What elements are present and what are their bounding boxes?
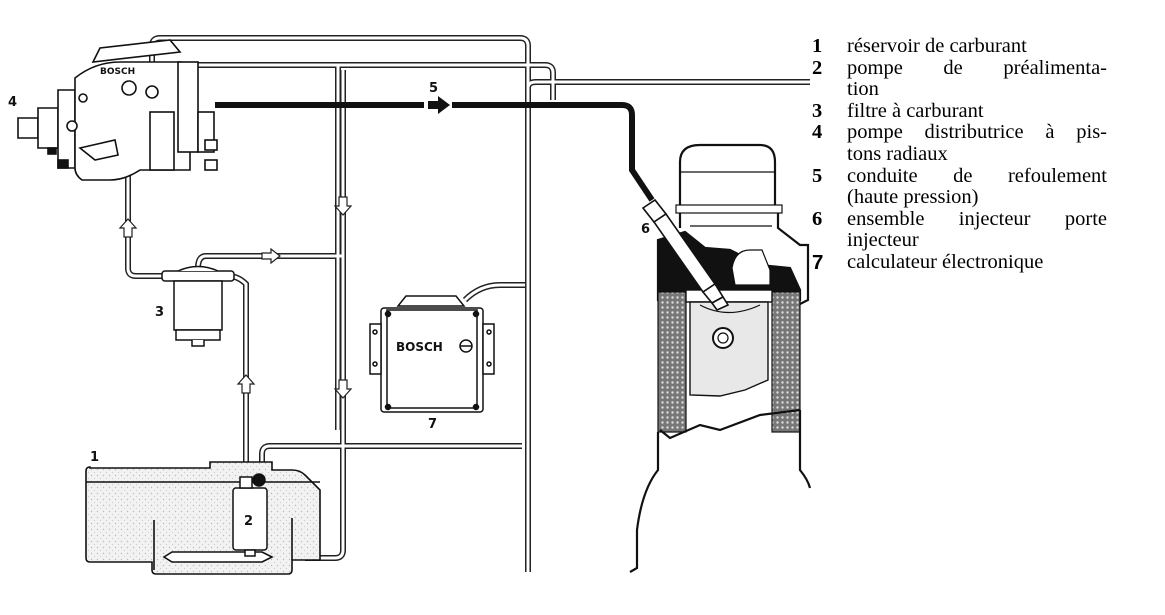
distributor-pump	[17, 39, 218, 181]
legend-item: 3 filtre à carburant	[805, 99, 1107, 123]
down-arrow-icon	[333, 196, 353, 216]
callout-7: 7	[428, 417, 437, 432]
legend-number: 4	[812, 121, 823, 144]
high-pressure-line: 5	[215, 81, 655, 202]
injector	[641, 198, 730, 312]
legend-item: 1 réservoir de carburant	[805, 35, 1107, 58]
callout-3: 3	[155, 305, 164, 320]
callout-5: 5	[429, 81, 438, 96]
legend-item-continuation: tion	[805, 79, 1107, 101]
callout-1: 1	[90, 450, 99, 465]
high-pressure-arrow-icon	[428, 96, 450, 114]
up-arrow-icon	[118, 218, 138, 238]
fuel-tank	[85, 461, 321, 575]
legend-number: 6	[812, 207, 823, 230]
legend-item: 5 conduite de refoulement	[805, 164, 1107, 188]
pre-supply-pump	[232, 473, 268, 557]
legend-number: 3	[812, 99, 823, 122]
flow-arrows	[118, 196, 353, 399]
legend-item: 4 pompe distributrice à pis-	[805, 122, 1107, 144]
up-arrow-icon	[236, 374, 256, 394]
engine-cylinder	[629, 143, 812, 573]
legend-item-continuation: tons radiaux	[805, 142, 1107, 166]
legend-text: tons radiaux	[847, 142, 948, 165]
legend-number: 1	[812, 35, 823, 57]
pipe-tank-return	[259, 443, 522, 470]
legend-text: pompe de préalimenta-	[847, 56, 1107, 79]
fuel-filter	[161, 265, 235, 347]
legend-number: 7	[812, 250, 824, 274]
legend-text: injecteur	[847, 229, 919, 252]
callout-6: 6	[641, 222, 650, 237]
legend-text: tion	[847, 78, 879, 101]
legend-text: (haute pression)	[847, 186, 979, 209]
ecu	[369, 295, 495, 413]
ecu-bosch-logo: BOSCH	[396, 340, 443, 354]
pump-bosch-logo: BOSCH	[100, 67, 135, 77]
legend-number: 2	[812, 56, 823, 79]
legend-text: ensemble injecteur porte	[847, 207, 1107, 230]
legend-item: 7 calculateur électronique	[805, 250, 1107, 274]
legend-text: pompe distributrice à pis-	[847, 121, 1107, 144]
legend-number: 5	[812, 164, 823, 187]
down-arrow-icon	[333, 379, 353, 399]
legend-item: 2 pompe de préalimenta-	[805, 56, 1107, 80]
legend-text: calculateur électronique	[847, 250, 1044, 273]
right-arrow-icon	[261, 247, 281, 265]
legend-text: réservoir de carburant	[847, 35, 1027, 57]
legend: 1 réservoir de carburant 2 pompe de préa…	[805, 35, 1107, 274]
legend-text: conduite de refoulement	[847, 164, 1107, 187]
legend-text: filtre à carburant	[847, 99, 984, 122]
legend-item-continuation: (haute pression)	[805, 187, 1107, 209]
legend-item-continuation: injecteur	[805, 230, 1107, 252]
legend-item: 6 ensemble injecteur porte	[805, 207, 1107, 231]
callout-2: 2	[244, 514, 253, 529]
callout-4: 4	[8, 95, 17, 110]
